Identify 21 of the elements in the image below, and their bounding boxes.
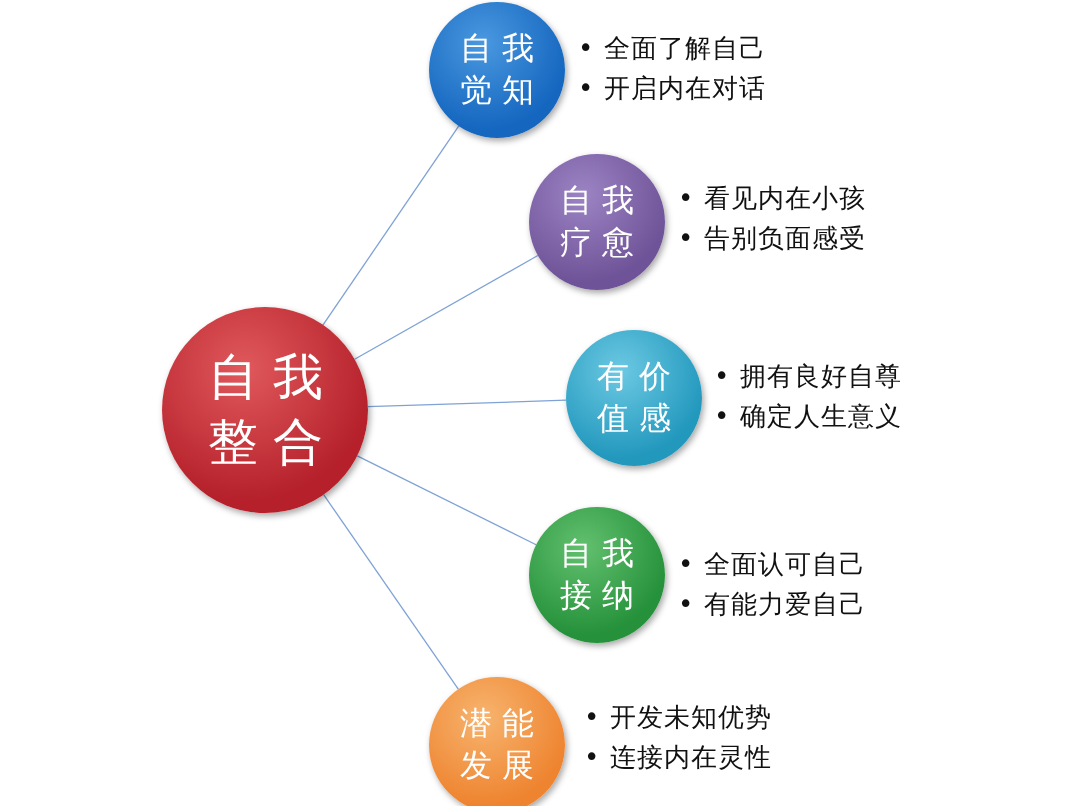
bullet-text: • 告别负面感受 xyxy=(678,222,866,255)
connector-line xyxy=(322,125,460,326)
connector-line xyxy=(367,399,567,408)
topic-title: 有价值感 xyxy=(596,356,682,439)
bullet-text: • 有能力爱自己 xyxy=(678,588,866,621)
bullet-text: • 开启内在对话 xyxy=(578,72,766,105)
topic-title: 自我接纳 xyxy=(559,533,645,616)
bullet-text: • 看见内在小孩 xyxy=(678,182,866,215)
bullet-text: • 确定人生意义 xyxy=(714,400,902,433)
connector-line xyxy=(354,254,539,360)
bullet-text: • 开发未知优势 xyxy=(584,701,772,734)
bullet-text: • 连接内在灵性 xyxy=(584,741,772,774)
topic-title: 自我整合 xyxy=(206,347,339,473)
topic-title: 自我疗愈 xyxy=(559,180,645,263)
connector-line xyxy=(356,455,537,546)
bullet-text: • 拥有良好自尊 xyxy=(714,360,902,393)
bullet-text: • 全面了解自己 xyxy=(578,32,766,65)
topic-title: 自我觉知 xyxy=(459,28,545,111)
bullet-text: • 全面认可自己 xyxy=(678,548,866,581)
topic-title: 潜能发展 xyxy=(459,703,545,786)
connector-line xyxy=(323,494,459,690)
